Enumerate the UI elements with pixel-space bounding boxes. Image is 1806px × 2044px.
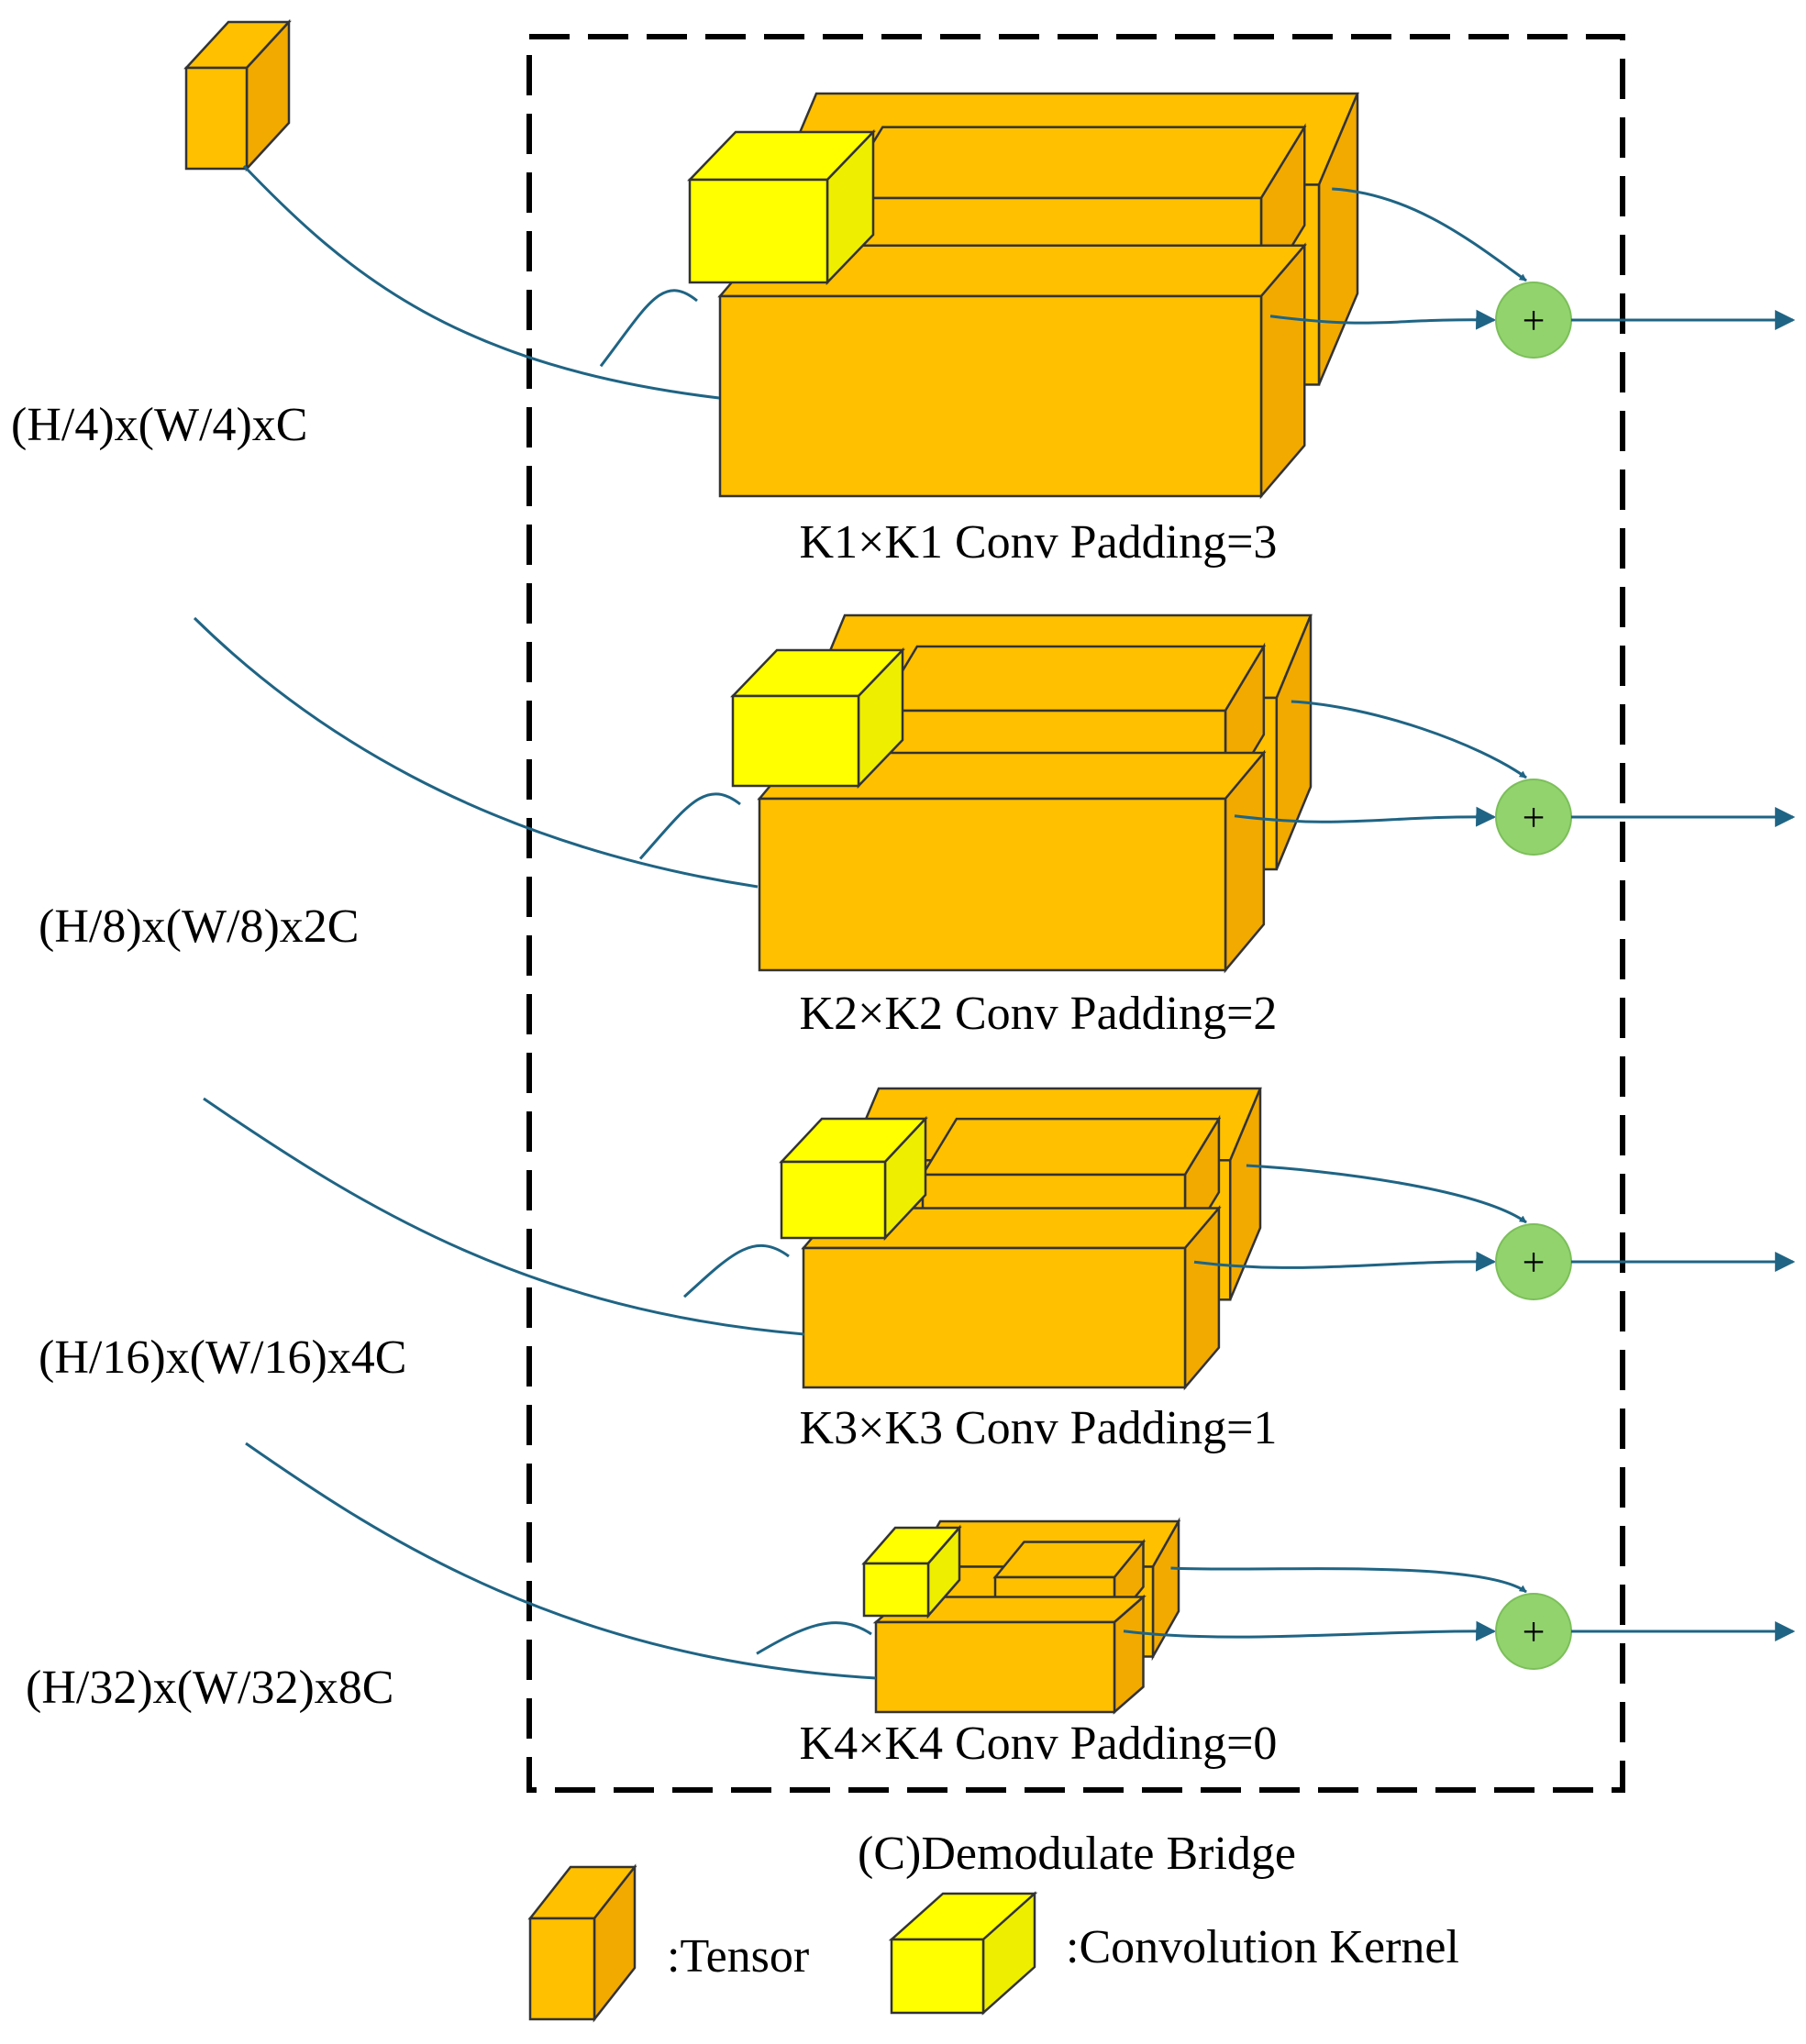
input-tensor-box-front-face [184,66,249,171]
input-curve-3 [203,1097,805,1336]
legend-kernel-label: :Convolution Kernel [1066,1921,1459,1973]
stage-3-mid-arrow [1193,1251,1497,1272]
input-curve-2 [193,616,759,889]
stage-2-kernel [730,646,905,790]
stage-2-adder: + [1495,779,1572,856]
stage-4-kernel-front-face [862,1562,930,1618]
stage-label-4: K4×K4 Conv Padding=0 [800,1718,1278,1770]
stage-4-mid-arrow [1123,1620,1497,1641]
stage-4-conv-block: + [756,1517,1796,1715]
legend-kernel-box-front-face [890,1938,985,2015]
stage-2-mid-arrow [1234,806,1497,827]
stage-1-upper-slab-top-face [837,126,1307,200]
input-tensor-icon [183,18,292,172]
stage-label-3: K3×K3 Conv Padding=1 [800,1402,1278,1454]
input-label-4: (H/32)x(W/32)x8C [26,1662,393,1714]
stage-2-conv-block: + [638,613,1796,974]
legend-kernel-box [888,1891,1038,2016]
bridge-frame [526,34,1625,1793]
stage-2-main-tensor [757,749,1267,974]
plus-icon: + [1523,1240,1546,1285]
stage-2-upper-slab-top-face [876,645,1267,713]
input-label-2: (H/8)x(W/8)x2C [39,900,359,953]
stage-label-2: K2×K2 Conv Padding=2 [800,988,1278,1040]
diagram-title: (C)Demodulate Bridge [858,1828,1296,1880]
stage-1-mid-arrow [1269,309,1497,330]
stage-1-main-tensor [717,242,1307,500]
stage-3-conv-block: + [682,1087,1796,1391]
stage-4-kernel [861,1524,962,1619]
stage-3-kernel-branch [682,1243,790,1298]
legend-tensor-box-front-face [528,1917,596,2021]
plus-icon: + [1523,1609,1546,1654]
stage-4-adder: + [1495,1593,1572,1670]
stage-4-main-tensor [872,1594,1147,1715]
plus-icon: + [1523,298,1546,343]
legend-tensor-icon [527,1863,637,2023]
stage-3-adder: + [1495,1223,1572,1300]
stage-3-main-tensor-front-face [802,1246,1187,1389]
stage-1-kernel-front-face [688,178,829,284]
legend-kernel-icon [888,1891,1038,2016]
stage-1-conv-block: + [599,92,1796,500]
stage-1-adder: + [1495,282,1572,359]
stage-1-main-tensor-front-face [718,294,1263,498]
input-curve-1 [242,164,720,400]
stage-2-kernel-front-face [731,694,860,788]
stage-4-main-tensor-front-face [874,1620,1116,1714]
stage-2-top-arrow [1291,700,1527,779]
stage-3-kernel [779,1115,928,1242]
stage-3-upper-slab-top-face [920,1117,1222,1177]
stage-3-main-tensor [801,1205,1222,1391]
stage-3-top-arrow [1246,1164,1527,1224]
stage-2-kernel-branch [638,792,741,860]
stage-4-top-arrow [1170,1566,1527,1594]
input-label-3: (H/16)x(W/16)x4C [39,1331,406,1384]
stage-1-top-arrow [1332,187,1527,282]
stage-label-1: K1×K1 Conv Padding=3 [800,516,1278,569]
input-tensor-box [183,18,292,172]
input-connections [193,164,877,1680]
stage-1-kernel-branch [599,289,698,368]
input-label-1: (H/4)x(W/4)xC [11,399,307,451]
stage-4-kernel-branch [756,1621,872,1655]
legend-tensor-label: :Tensor [667,1930,809,1983]
input-curve-4 [245,1442,877,1680]
plus-icon: + [1523,795,1546,840]
stage-1-kernel [687,128,876,286]
stage-2-main-tensor-front-face [758,797,1227,972]
stage-3-kernel-front-face [780,1160,887,1240]
legend-tensor-box [527,1863,637,2023]
